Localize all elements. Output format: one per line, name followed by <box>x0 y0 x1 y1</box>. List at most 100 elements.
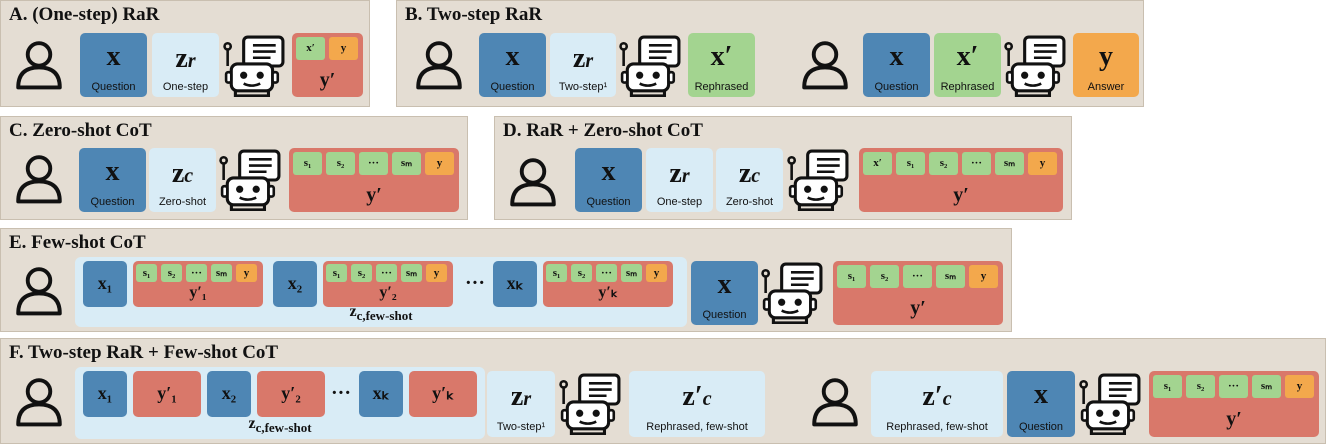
c-few-shot-subscript: c,few-shot <box>255 420 312 435</box>
question-box: x Question <box>691 261 758 325</box>
answer-label: Answer <box>1087 81 1125 93</box>
s1-chip: s₁ <box>293 152 322 175</box>
s2-chip: s₂ <box>1186 375 1215 398</box>
question-box: x Question <box>575 148 642 212</box>
rephrased-label: Rephrased <box>694 81 749 93</box>
zr-prompt-box: zr Two-step¹ <box>487 371 555 437</box>
zc-prompt-box: zc Zero-shot <box>716 148 783 212</box>
robot-icon <box>1004 35 1066 97</box>
user-icon <box>13 375 65 427</box>
r-subscript: r <box>681 165 690 187</box>
dots-chip: ··· <box>962 152 991 175</box>
c-subscript: c <box>942 388 952 410</box>
sm-chip: sₘ <box>392 152 421 175</box>
x-symbol: x <box>717 269 732 300</box>
y-chip: y <box>969 265 998 288</box>
y-prime-label: y′ <box>366 184 382 206</box>
y2-prime-label: y′₂ <box>379 284 397 301</box>
zero-shot-label: Zero-shot <box>158 196 207 208</box>
c-subscript: c <box>751 165 761 187</box>
x-symbol: x <box>105 156 120 187</box>
zc-prime-box: z′c Rephrased, few-shot <box>629 371 765 437</box>
x1-symbol: x₁ <box>97 273 113 293</box>
s1-chip: s₁ <box>546 264 567 282</box>
y1-prime-label: y′₁ <box>189 284 207 301</box>
zero-shot-label: Zero-shot <box>725 196 774 208</box>
x-symbol: x <box>601 156 616 187</box>
zc-prime-box: z′c Rephrased, few-shot <box>871 371 1003 437</box>
zc-few-shot-label: zc,few-shot <box>75 303 687 324</box>
s1-chip: s₁ <box>136 264 157 282</box>
y-prime-label: y′ <box>319 69 336 91</box>
x-prime-symbol: x′ <box>956 41 979 72</box>
r-subscript: r <box>523 388 532 410</box>
y-chip: y <box>425 152 454 175</box>
zc-few-shot-label: zc,few-shot <box>75 415 485 436</box>
question-label: Question <box>91 81 136 93</box>
user-icon <box>13 38 65 90</box>
dots-chip: ··· <box>359 152 388 175</box>
z-prime-symbol: z′ <box>922 381 943 412</box>
x-symbol: x <box>106 41 121 72</box>
y2-box: y′₂ <box>257 371 325 417</box>
rephrased-few-shot-label: Rephrased, few-shot <box>646 421 748 433</box>
s1-chip: s₁ <box>326 264 347 282</box>
panel-d: D. RaR + Zero-shot CoT x Question zr One… <box>494 116 1072 220</box>
x1-symbol: x₁ <box>97 383 113 403</box>
y2-response-box: s₁ s₂ ··· sₘ y y′₂ <box>323 261 453 307</box>
panel-c-title: C. Zero-shot CoT <box>9 120 152 141</box>
x1-box: x₁ <box>83 371 127 417</box>
xk-box: xₖ <box>493 261 537 307</box>
y-prime-label: y′ <box>953 184 969 206</box>
c-subscript: c <box>702 388 712 410</box>
answer-box: y Answer <box>1073 33 1139 97</box>
user-icon <box>507 155 559 207</box>
yk-prime-label: y′ₖ <box>598 284 618 301</box>
question-box: x Question <box>79 148 146 212</box>
y2-prime-symbol: y′₂ <box>281 383 301 403</box>
z-symbol: z <box>175 43 188 74</box>
x-symbol: x <box>889 41 904 72</box>
s2-chip: s₂ <box>571 264 592 282</box>
yk-response-box: s₁ s₂ ··· sₘ y y′ₖ <box>543 261 673 307</box>
y-symbol: y <box>1099 41 1113 72</box>
robot-icon <box>1079 373 1141 435</box>
xk-symbol: xₖ <box>372 383 390 403</box>
x2-symbol: x₂ <box>221 383 237 403</box>
panel-a: A. (One-step) RaR x Question zr One-step… <box>0 0 370 107</box>
robot-icon <box>559 373 621 435</box>
response-box: x′ s₁ s₂ ··· sₘ y y′ <box>859 148 1063 212</box>
s2-chip: s₂ <box>326 152 355 175</box>
rephrased-box: x′ Rephrased <box>688 33 755 97</box>
question-label: Question <box>702 309 747 321</box>
z-symbol: z <box>510 381 524 412</box>
dots-chip: ··· <box>1219 375 1248 398</box>
rephrased-few-shot-label: Rephrased, few-shot <box>886 421 988 433</box>
panel-b: B. Two-step RaR x Question zr Two-step¹ … <box>396 0 1144 107</box>
c-subscript: c <box>184 165 194 187</box>
panel-f: F. Two-step RaR + Few-shot CoT x₁ y′₁ x₂… <box>0 338 1326 444</box>
z-symbol: z <box>669 158 682 189</box>
z-symbol: z <box>349 302 357 320</box>
x2-box: x₂ <box>273 261 317 307</box>
robot-icon <box>223 35 285 97</box>
few-shot-examples: x₁ y′₁ x₂ y′₂ ··· xₖ y′ₖ zc,few-shot <box>75 367 485 439</box>
x-prime-chip: x′ <box>296 37 325 60</box>
z-symbol: z <box>171 158 185 189</box>
dots-chip: ··· <box>186 264 207 282</box>
ellipsis: ··· <box>331 382 352 404</box>
sm-chip: sₘ <box>995 152 1024 175</box>
xk-symbol: xₖ <box>506 273 524 293</box>
zr-prompt-box: zr One-step <box>152 33 219 97</box>
panel-a-title: A. (One-step) RaR <box>9 4 160 25</box>
dots-chip: ··· <box>376 264 397 282</box>
z-symbol: z <box>248 414 256 432</box>
question-box: x Question <box>80 33 147 97</box>
x2-box: x₂ <box>207 371 251 417</box>
s2-chip: s₂ <box>161 264 182 282</box>
user-icon <box>413 38 465 90</box>
panel-f-title: F. Two-step RaR + Few-shot CoT <box>9 342 279 363</box>
robot-icon <box>761 262 823 324</box>
y-chip: y <box>646 264 667 282</box>
user-icon <box>809 375 861 427</box>
